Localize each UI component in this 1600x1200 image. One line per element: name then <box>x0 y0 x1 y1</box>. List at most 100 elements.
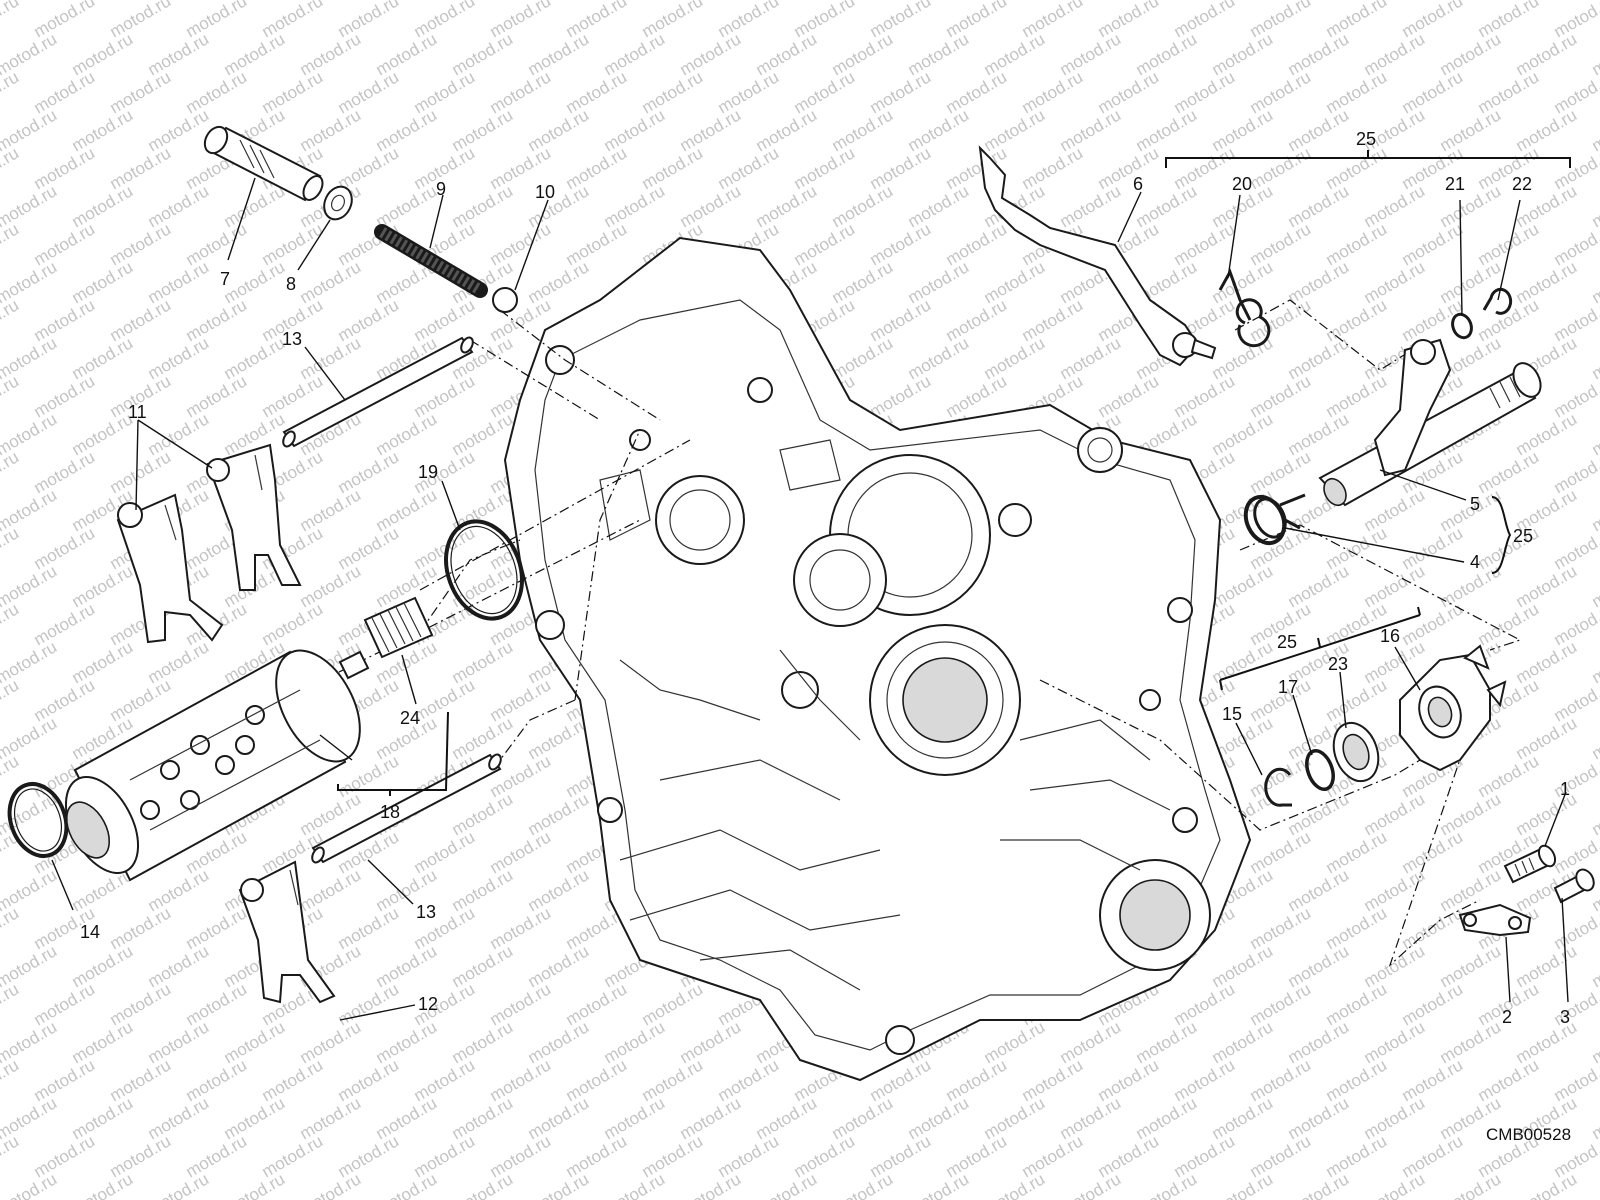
watermark-text: motod.ru <box>335 295 403 345</box>
watermark-text: motod.ru <box>1247 903 1315 953</box>
watermark-text: motod.ru <box>183 67 251 117</box>
callout-1: 1 <box>1560 779 1570 799</box>
watermark-text: motod.ru <box>335 979 403 1029</box>
watermark-text: motod.ru <box>1361 865 1429 915</box>
watermark-text: motod.ru <box>639 67 707 117</box>
watermark-text: motod.ru <box>1475 1055 1543 1105</box>
watermark-text: motod.ru <box>1513 409 1581 459</box>
watermark-text: motod.ru <box>145 1093 213 1143</box>
callout-25-side: 25 <box>1513 526 1533 546</box>
watermark-text: motod.ru <box>677 1169 745 1200</box>
watermark-text: motod.ru <box>69 105 137 155</box>
watermark-text: motod.ru <box>31 599 99 649</box>
callout-labels: 1 2 3 4 5 6 7 8 9 10 11 12 13 13 14 15 1… <box>80 129 1570 1027</box>
watermark-text: motod.ru <box>1361 257 1429 307</box>
watermark-text: motod.ru <box>905 1093 973 1143</box>
watermark-text: motod.ru <box>0 1055 22 1105</box>
watermark-text: motod.ru <box>1285 561 1353 611</box>
circlip-washer <box>1451 312 1473 340</box>
watermark-text: motod.ru <box>221 181 289 231</box>
watermark-text: motod.ru <box>183 979 251 1029</box>
fork-shaft-upper <box>282 336 474 448</box>
watermark-text: motod.ru <box>1209 561 1277 611</box>
watermark-text: motod.ru <box>1551 371 1600 421</box>
watermark-text: motod.ru <box>981 1093 1049 1143</box>
watermark-text: motod.ru <box>1095 1055 1163 1105</box>
o-ring-drum <box>7 782 69 858</box>
watermark-text: motod.ru <box>69 1017 137 1067</box>
watermark-text: motod.ru <box>297 561 365 611</box>
watermark-text: motod.ru <box>1361 789 1429 839</box>
watermark-text: motod.ru <box>1361 485 1429 535</box>
watermark-text: motod.ru <box>791 219 859 269</box>
watermark-text: motod.ru <box>449 713 517 763</box>
watermark-text: motod.ru <box>107 979 175 1029</box>
watermark-text: motod.ru <box>0 1169 60 1200</box>
watermark-text: motod.ru <box>449 637 517 687</box>
watermark-text: motod.ru <box>829 181 897 231</box>
watermark-text: motod.ru <box>1513 637 1581 687</box>
watermark-text: motod.ru <box>981 1017 1049 1067</box>
watermark-text: motod.ru <box>1285 1169 1353 1200</box>
watermark-text: motod.ru <box>0 599 22 649</box>
watermark-text: motod.ru <box>677 29 745 79</box>
watermark-text: motod.ru <box>373 409 441 459</box>
watermark-text: motod.ru <box>1551 523 1600 573</box>
watermark-text: motod.ru <box>31 295 99 345</box>
watermark-text: motod.ru <box>943 67 1011 117</box>
watermark-text: motod.ru <box>1057 1093 1125 1143</box>
watermark-text: motod.ru <box>1589 29 1600 79</box>
callout-18: 18 <box>380 802 400 822</box>
watermark-text: motod.ru <box>1323 219 1391 269</box>
watermark-text: motod.ru <box>1551 979 1600 1029</box>
watermark-text: motod.ru <box>905 1169 973 1200</box>
watermark-text: motod.ru <box>1551 1055 1600 1105</box>
callout-25-top: 25 <box>1356 129 1376 149</box>
watermark-text: motod.ru <box>1475 219 1543 269</box>
watermark-text: motod.ru <box>31 979 99 1029</box>
watermark-text: motod.ru <box>0 523 22 573</box>
watermark-text: motod.ru <box>1513 105 1581 155</box>
watermark-text: motod.ru <box>1361 29 1429 79</box>
return-spring-small <box>1218 268 1271 348</box>
watermark-text: motod.ru <box>1475 295 1543 345</box>
crankcase-half <box>503 236 1252 1082</box>
watermark-text: motod.ru <box>183 1131 251 1181</box>
watermark-text: motod.ru <box>373 1169 441 1200</box>
watermark-text: motod.ru <box>1019 67 1087 117</box>
watermark-text: motod.ru <box>1589 1169 1600 1200</box>
watermark-text: motod.ru <box>69 409 137 459</box>
watermark-text: motod.ru <box>487 67 555 117</box>
callout-10: 10 <box>535 182 555 202</box>
shift-fork-b <box>206 443 302 591</box>
watermark-text: motod.ru <box>1399 67 1467 117</box>
watermark-text: motod.ru <box>1247 979 1315 1029</box>
watermark-text: motod.ru <box>1323 1131 1391 1181</box>
watermark-text: motod.ru <box>1399 827 1467 877</box>
watermark-text: motod.ru <box>563 1131 631 1181</box>
watermark-text: motod.ru <box>1475 751 1543 801</box>
watermark-text: motod.ru <box>753 29 821 79</box>
watermark-text: motod.ru <box>297 865 365 915</box>
watermark-text: motod.ru <box>525 1093 593 1143</box>
watermark-text: motod.ru <box>69 941 137 991</box>
watermark-text: motod.ru <box>829 105 897 155</box>
watermark-text: motod.ru <box>1247 67 1315 117</box>
callout-13-upper: 13 <box>282 329 302 349</box>
watermark-text: motod.ru <box>1285 865 1353 915</box>
leader-lines <box>51 177 1569 1021</box>
watermark-text: motod.ru <box>981 333 1049 383</box>
watermark-text: motod.ru <box>1209 409 1277 459</box>
watermark-text: motod.ru <box>1019 1131 1087 1181</box>
watermark-text: motod.ru <box>107 219 175 269</box>
watermark-text: motod.ru <box>31 447 99 497</box>
watermark-text: motod.ru <box>1171 143 1239 193</box>
watermark-text: motod.ru <box>1019 295 1087 345</box>
retaining-ring <box>1264 767 1292 807</box>
watermark-text: motod.ru <box>373 485 441 535</box>
watermark-text: motod.ru <box>31 523 99 573</box>
watermark-text: motod.ru <box>487 675 555 725</box>
watermark-text: motod.ru <box>1323 903 1391 953</box>
oil-seal <box>1332 721 1380 783</box>
watermark-text: motod.ru <box>1323 1055 1391 1105</box>
